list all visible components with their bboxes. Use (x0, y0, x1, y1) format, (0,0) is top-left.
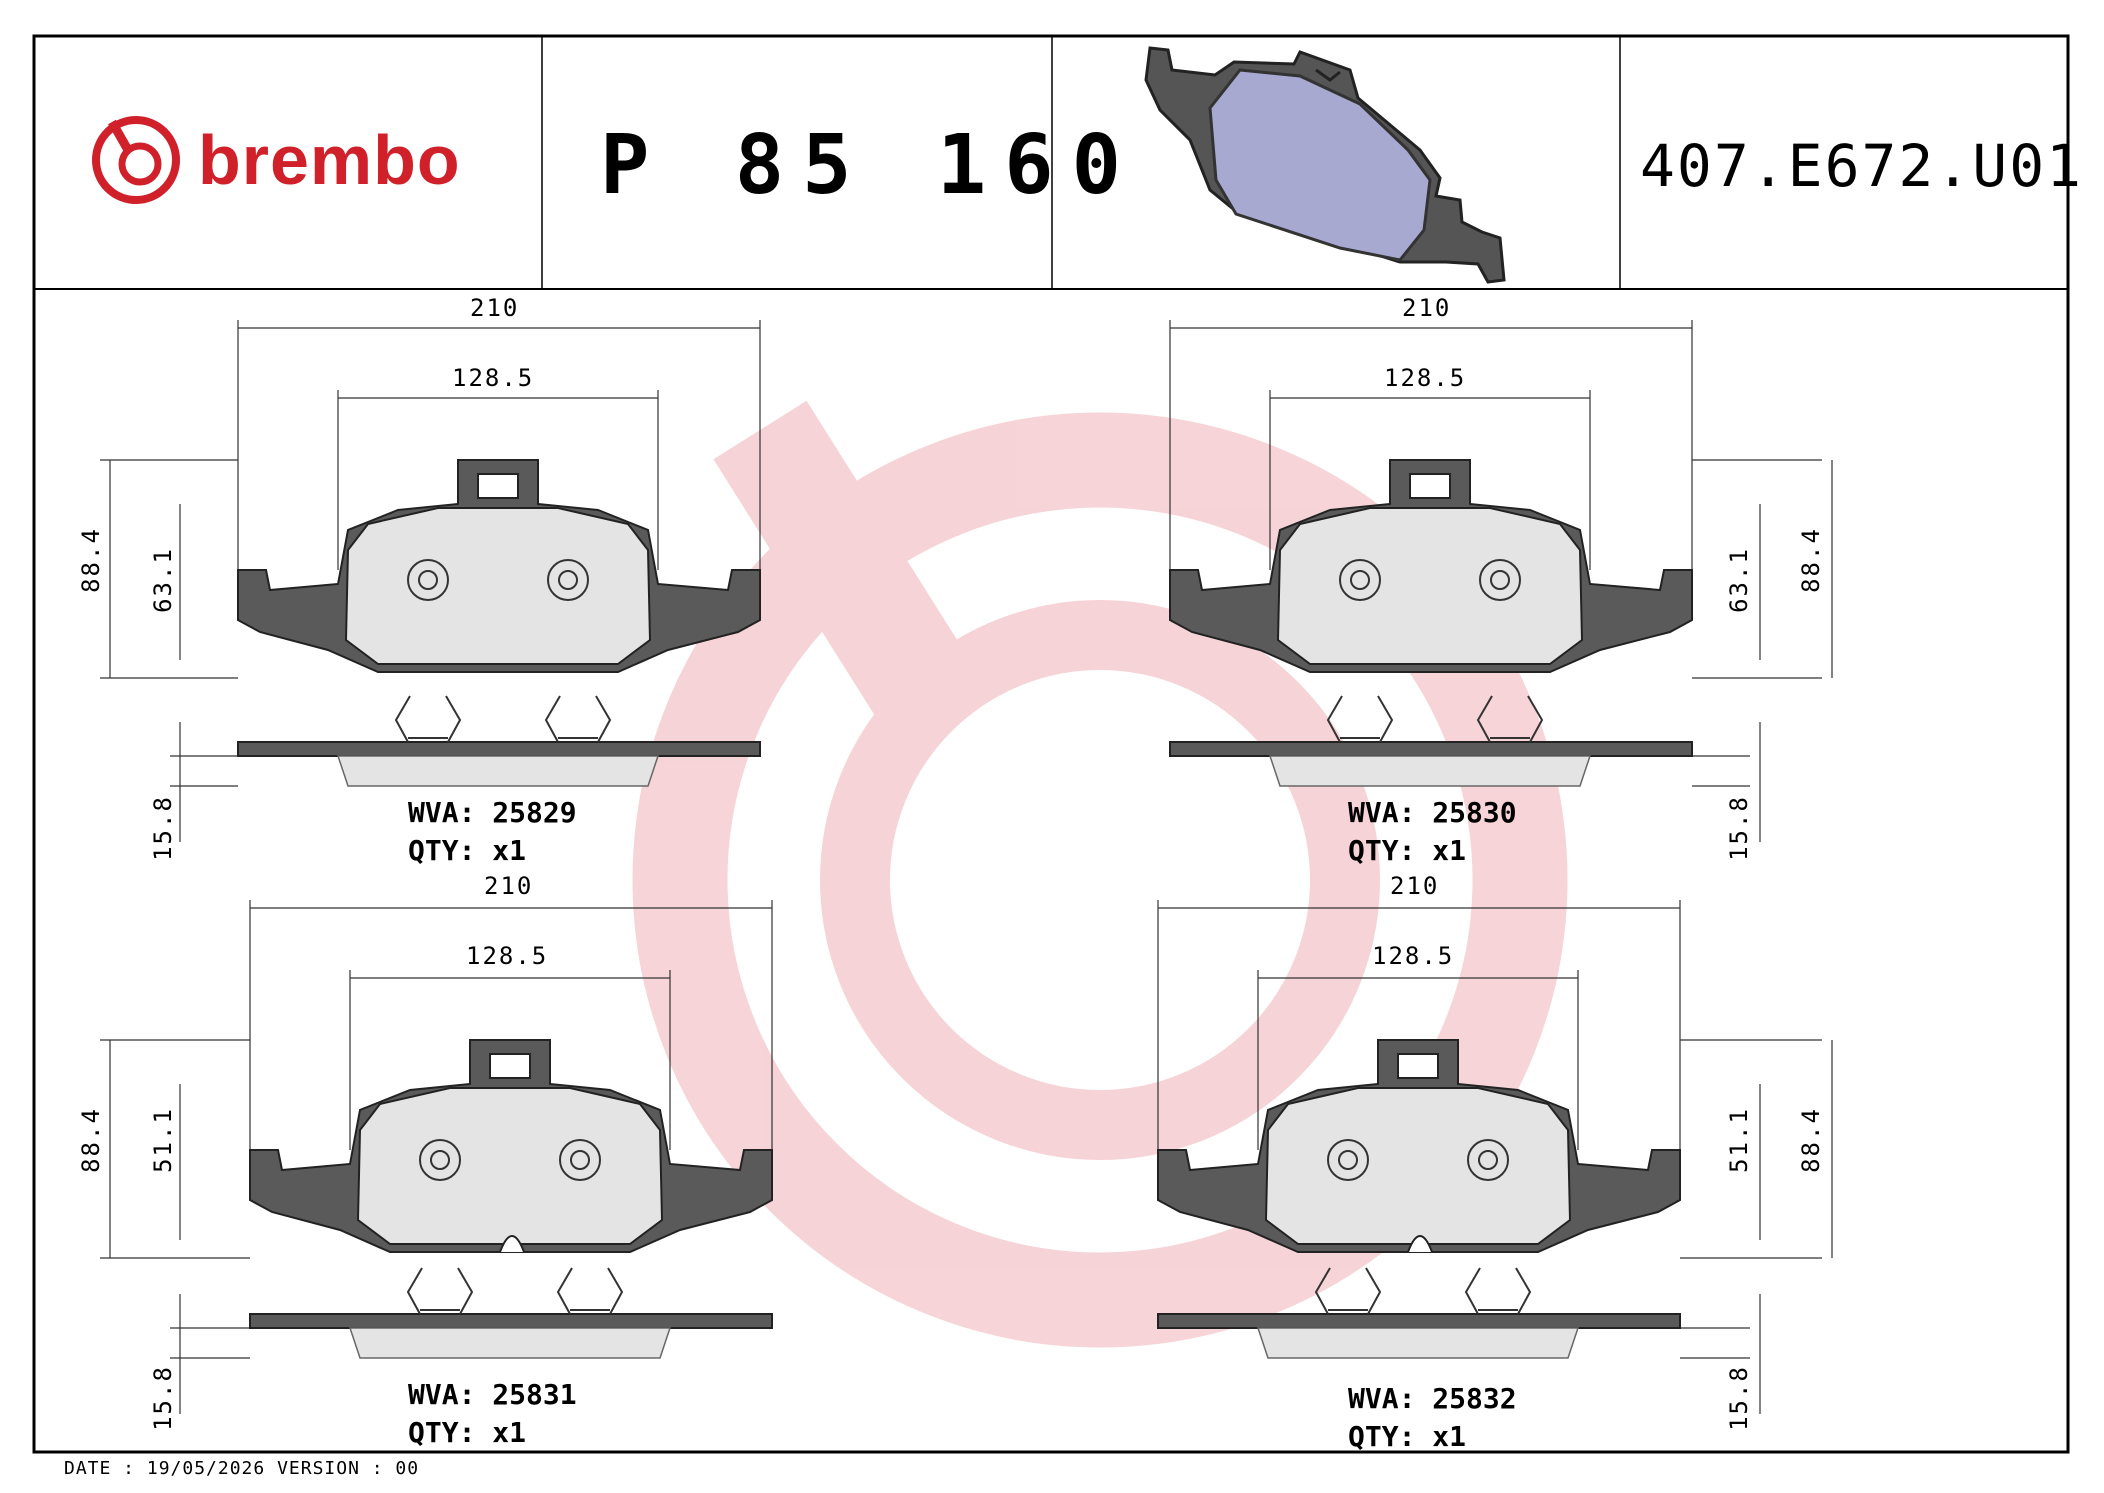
piston-marker (1479, 559, 1521, 601)
thickness-dimension: 15.8 (148, 795, 177, 861)
inner-height-dimension: 51.1 (148, 1107, 177, 1173)
pad-1 (237, 459, 761, 787)
wva-label: WVA: (408, 796, 476, 829)
wva-label: WVA: (1348, 1382, 1416, 1415)
width-dimension: 210 (470, 294, 520, 322)
width-dimension: 210 (484, 872, 534, 900)
pad-2 (1169, 459, 1693, 787)
profile-plate (1169, 741, 1693, 757)
pad-drawings (237, 459, 1693, 1359)
friction-material (1276, 507, 1584, 665)
piston-center (1490, 570, 1510, 590)
spring-clip (394, 695, 462, 743)
profile-friction (1256, 1327, 1580, 1359)
inner-height-dimension: 63.1 (148, 547, 177, 613)
spring-clip (406, 1267, 474, 1315)
pad-3d-preview (1144, 46, 1506, 284)
qty-value: x1 (1432, 834, 1467, 867)
piston-center (570, 1150, 590, 1170)
piston-center (418, 570, 438, 590)
qty-value: x1 (1432, 1420, 1467, 1453)
brembo-logo-icon (92, 116, 180, 204)
piston-marker (559, 1139, 601, 1181)
piston-center (430, 1150, 450, 1170)
tab-slot (1397, 1053, 1439, 1079)
piston-center (558, 570, 578, 590)
piston-marker (1467, 1139, 1509, 1181)
brembo-watermark (632, 400, 1568, 1348)
spring-clip (1476, 695, 1544, 743)
wva-number: 25832 (1432, 1382, 1517, 1415)
profile-friction (1268, 755, 1592, 787)
height-dimension: 88.4 (76, 1107, 105, 1173)
center-notch (499, 1235, 525, 1253)
wva-number: 25830 (1432, 796, 1517, 829)
profile-plate (237, 741, 761, 757)
friction-material (1264, 1087, 1572, 1245)
profile-plate (1157, 1313, 1681, 1329)
piston-marker (1327, 1139, 1369, 1181)
wva-label: WVA: (408, 1378, 476, 1411)
spacing-dimension: 128.5 (1372, 942, 1455, 970)
spacing-dimension: 128.5 (466, 942, 549, 970)
spacing-dimension: 128.5 (452, 364, 535, 392)
thickness-dimension: 15.8 (1724, 1365, 1753, 1431)
thickness-dimension: 15.8 (148, 1365, 177, 1431)
pad-3 (249, 1039, 773, 1359)
tab-slot (1409, 473, 1451, 499)
height-dimension: 88.4 (1796, 527, 1825, 593)
inner-height-dimension: 51.1 (1724, 1107, 1753, 1173)
friction-material (356, 1087, 664, 1245)
height-dimension: 88.4 (1796, 1107, 1825, 1173)
piston-center (1338, 1150, 1358, 1170)
thickness-dimension: 15.8 (1724, 795, 1753, 861)
spring-clip (1326, 695, 1394, 743)
dimension-lines (100, 320, 1833, 1414)
width-dimension: 210 (1390, 872, 1440, 900)
qty-label: QTY: (408, 1416, 476, 1449)
dimension-set-1 (100, 320, 761, 842)
reference-number: 407.E672.U01 (1640, 132, 2084, 200)
profile-friction (348, 1327, 672, 1359)
qty-value: x1 (492, 834, 527, 867)
spring-clip (1464, 1267, 1532, 1315)
wva-label: WVA: (1348, 796, 1416, 829)
spacing-dimension: 128.5 (1384, 364, 1467, 392)
profile-friction (336, 755, 660, 787)
dimension-set-2 (1169, 320, 1833, 842)
width-dimension: 210 (1402, 294, 1452, 322)
profile-plate (249, 1313, 773, 1329)
brand-wordmark: brembo (198, 121, 461, 199)
piston-marker (407, 559, 449, 601)
sheet-border (32, 34, 2070, 1454)
tab-slot (489, 1053, 531, 1079)
piston-marker (419, 1139, 461, 1181)
friction-material (344, 507, 652, 665)
qty-label: QTY: (1348, 1420, 1416, 1453)
piston-center (1350, 570, 1370, 590)
date-version-line: DATE : 19/05/2026 VERSION : 00 (64, 1458, 420, 1479)
pad-4 (1157, 1039, 1681, 1359)
spring-clip (1314, 1267, 1382, 1315)
inner-height-dimension: 63.1 (1724, 547, 1753, 613)
center-notch (1407, 1235, 1433, 1253)
height-dimension: 88.4 (76, 527, 105, 593)
qty-value: x1 (492, 1416, 527, 1449)
dimension-set-3 (100, 900, 773, 1414)
wva-number: 25831 (492, 1378, 577, 1411)
wva-number: 25829 (492, 796, 577, 829)
spring-clip (544, 695, 612, 743)
spring-clip (556, 1267, 624, 1315)
piston-marker (1339, 559, 1381, 601)
qty-label: QTY: (1348, 834, 1416, 867)
qty-label: QTY: (408, 834, 476, 867)
piston-center (1478, 1150, 1498, 1170)
part-number: P 85 160 (600, 118, 1139, 213)
tab-slot (477, 473, 519, 499)
piston-marker (547, 559, 589, 601)
dimension-set-4 (1157, 900, 1833, 1414)
